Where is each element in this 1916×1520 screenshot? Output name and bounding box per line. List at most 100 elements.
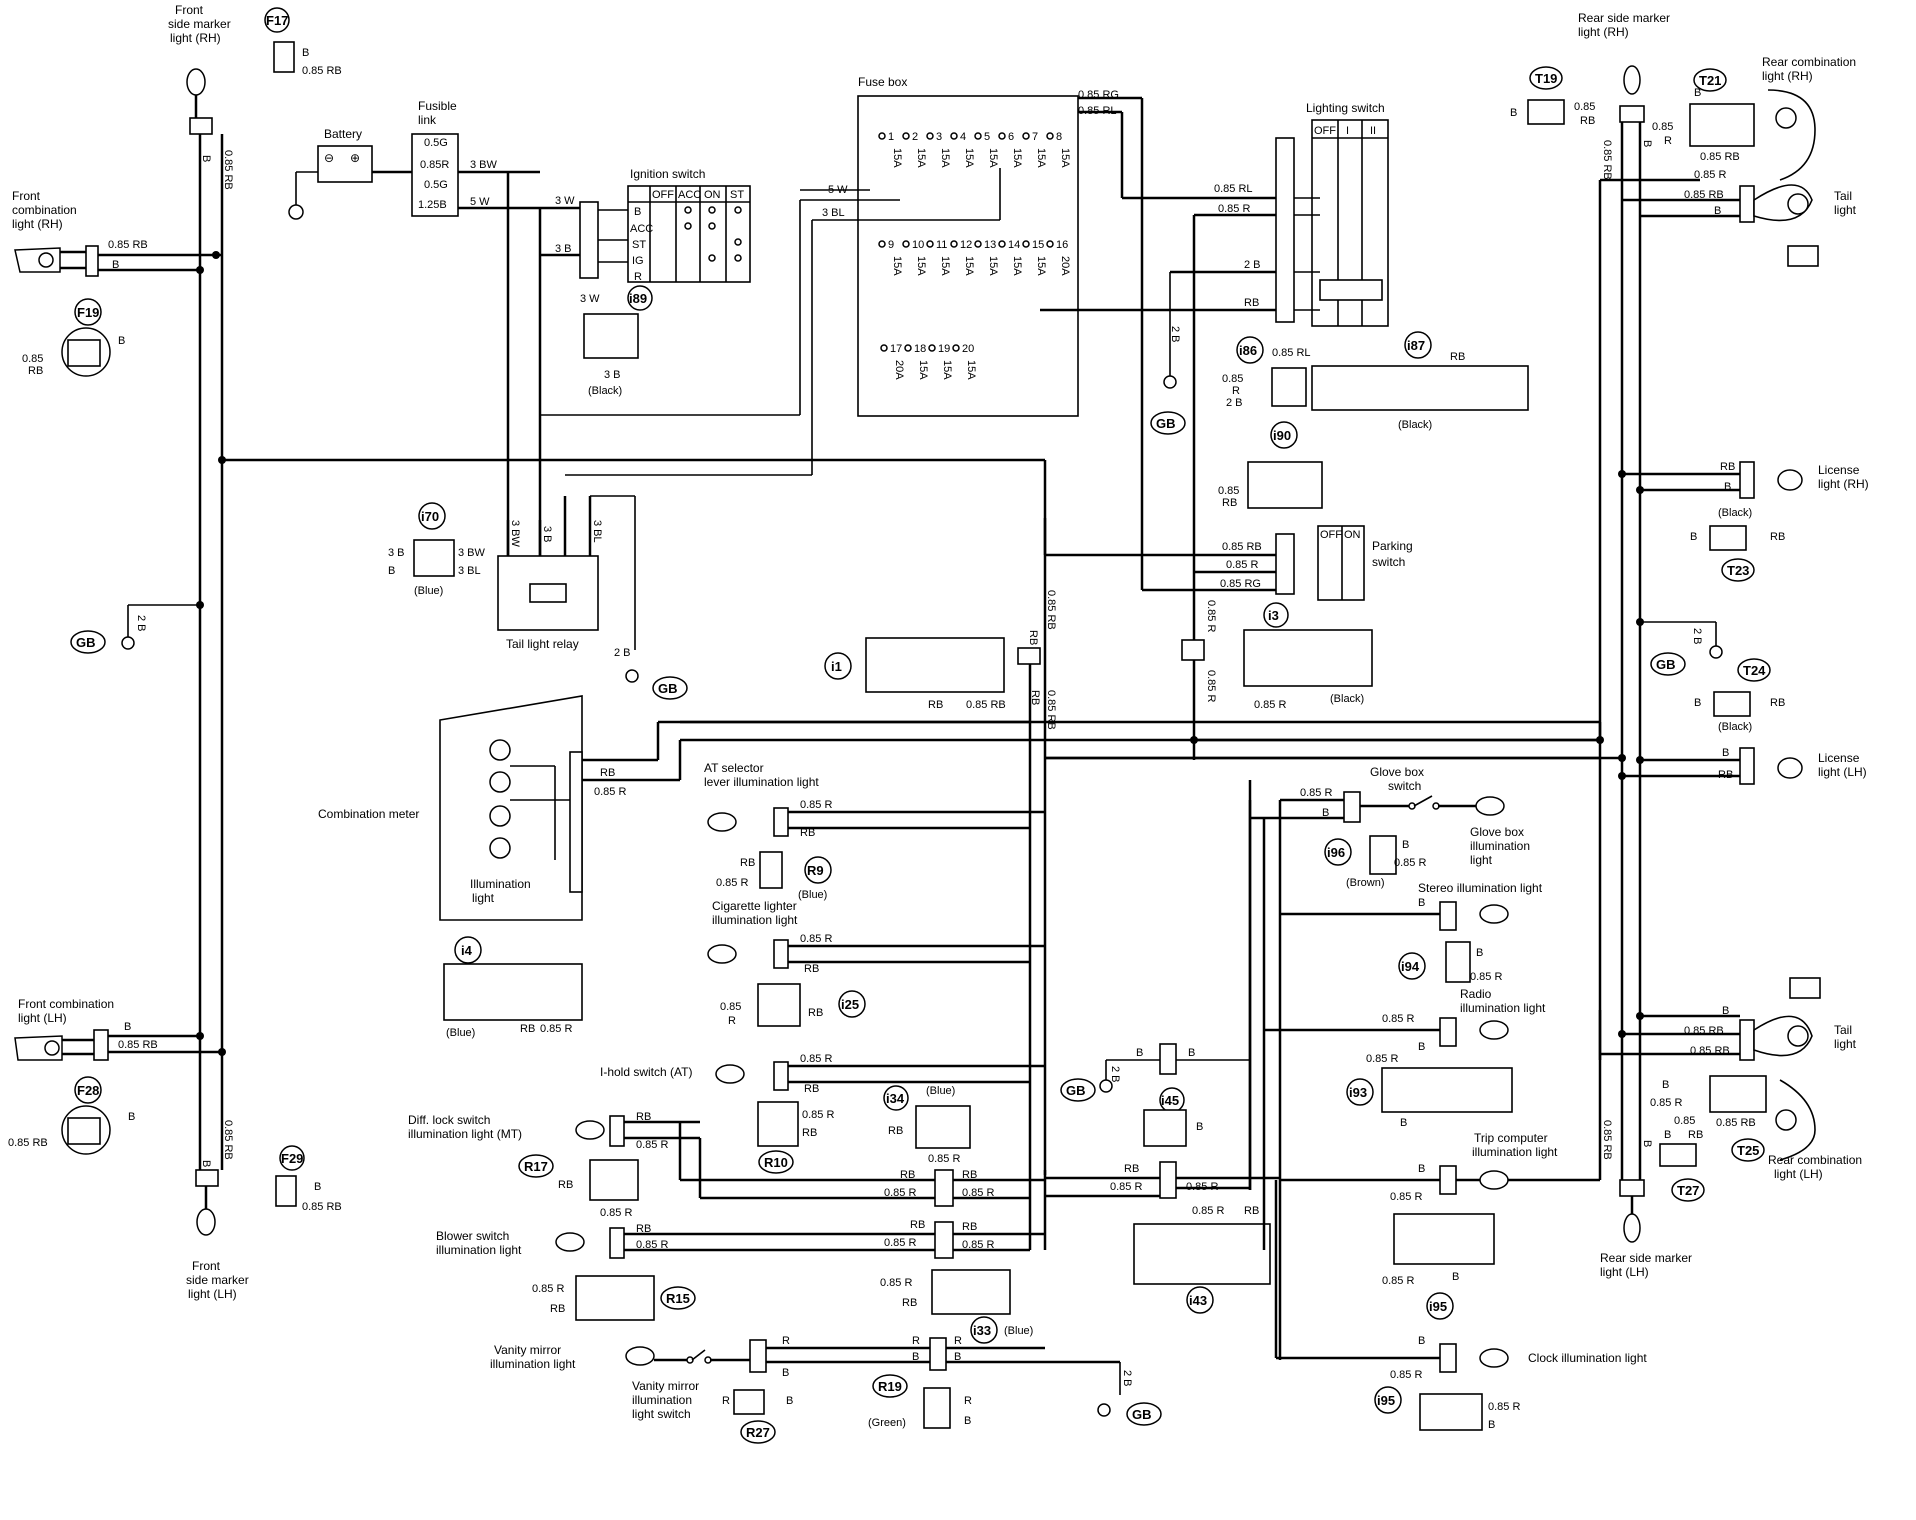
tail-rh-b: B — [1714, 205, 1721, 217]
i70-3bw: 3 BW — [458, 547, 486, 559]
combination-meter-label: Combination meter — [318, 807, 419, 821]
t27-label: T27 — [1677, 1183, 1699, 1198]
vanity-label-2: illumination light — [490, 1357, 576, 1371]
glove-light-label-3: light — [1470, 853, 1493, 867]
r10-085r: 0.85 R — [802, 1109, 834, 1121]
vanity-sw-label-1: Vanity mirror — [632, 1379, 699, 1393]
connector-i96: i96 B 0.85 R (Brown) — [1324, 835, 1426, 889]
blower-rb-3: RB — [962, 1221, 977, 1233]
r17-rb: RB — [558, 1179, 573, 1191]
connector-i3: i3 0.85 R (Black) — [1243, 602, 1373, 711]
i33-rb: RB — [902, 1297, 917, 1309]
i93-b: B — [1400, 1117, 1407, 1129]
fuse-number: 17 — [890, 343, 902, 355]
t19-rb: RB — [1580, 115, 1595, 127]
i89-black: (Black) — [588, 385, 622, 397]
gb-right-2b: 2 B — [1691, 628, 1703, 645]
front-side-marker-lh-label-3: light (LH) — [188, 1287, 237, 1301]
i70-3b: 3 B — [388, 547, 405, 559]
fuse-terminal — [926, 132, 934, 140]
connector-t27: 0.85 B RB T27 — [1659, 1115, 1705, 1202]
diff-085r-2: 0.85 R — [884, 1187, 916, 1199]
lighting-switch-label: Lighting switch — [1306, 101, 1385, 115]
fuse-rating: 15A — [1035, 148, 1047, 168]
fuse-terminal — [974, 132, 982, 140]
radio-label-1: Radio — [1460, 987, 1492, 1001]
connector-f29: F29 B 0.85 RB — [275, 1145, 342, 1213]
cm-rb: RB — [600, 767, 615, 779]
i89-3b: 3 B — [604, 369, 621, 381]
ign-hdr-on: ON — [704, 189, 721, 201]
ignition-switch-label: Ignition switch — [630, 167, 705, 181]
ps-off: OFF — [1320, 529, 1342, 541]
tail-light-rh: 0.85 R 0.85 RB B Tail light — [1684, 169, 1857, 267]
connector-r10: 0.85 R RB R10 — [757, 1101, 834, 1174]
connector-r27: R B R27 — [722, 1389, 793, 1444]
fuse-terminal — [878, 240, 886, 248]
i86-2b: 2 B — [1226, 397, 1243, 409]
connector-f17: F17 B 0.85 RB — [264, 7, 342, 77]
blower-085r-3: 0.85 R — [962, 1239, 994, 1251]
cig-085r: 0.85 R — [800, 933, 832, 945]
radio-b: B — [1418, 1041, 1425, 1053]
ls-085rl: 0.85 RL — [1214, 183, 1253, 195]
fuse-number: 7 — [1032, 131, 1038, 143]
i33-085r: 0.85 R — [880, 1277, 912, 1289]
t24-b: B — [1694, 697, 1701, 709]
i34-rb: RB — [888, 1125, 903, 1137]
i45-b: B — [1196, 1121, 1203, 1133]
r9-blue: (Blue) — [798, 889, 827, 901]
r17-085r: 0.85 R — [600, 1207, 632, 1219]
cm-085r: 0.85 R — [594, 786, 626, 798]
i4-label: i4 — [461, 943, 473, 958]
tail-rh-label-2: light — [1834, 203, 1857, 217]
diff-rb: RB — [636, 1111, 651, 1123]
gb-relay-label: GB — [658, 681, 678, 696]
i86-085: 0.85 — [1222, 373, 1243, 385]
front-side-marker-rh-label-2: side marker — [168, 17, 231, 31]
fuse-rating: 15A — [1011, 256, 1023, 276]
fb-085rl: 0.85 RL — [1078, 105, 1117, 117]
fuse-number: 2 — [912, 131, 918, 143]
w-5w: 5 W — [470, 196, 490, 208]
fuse-rating: 15A — [1035, 256, 1047, 276]
radio-label-2: illumination light — [1460, 1001, 1546, 1015]
i43-label: i43 — [1189, 1293, 1207, 1308]
fuse-rating: 15A — [1059, 148, 1071, 168]
i95b-b: B — [1488, 1419, 1495, 1431]
at-rb: RB — [800, 827, 815, 839]
tail-light-relay: Tail light relay — [497, 555, 599, 651]
cm-illum-label-2: light — [472, 891, 495, 905]
gb-mid-b: B — [1136, 1047, 1143, 1059]
tail-lh-085rb-2: 0.85 RB — [1690, 1045, 1730, 1057]
fuse-rating: 15A — [939, 256, 951, 276]
ps-085rb: 0.85 RB — [1222, 541, 1262, 553]
lic-lh-rb: RB — [1718, 769, 1733, 781]
fuse-rating: 15A — [987, 148, 999, 168]
t19-085: 0.85 — [1574, 101, 1595, 113]
lic-rh-rb: RB — [1720, 461, 1735, 473]
vanity-sw-label-3: light switch — [632, 1407, 691, 1421]
trip-label-2: illumination light — [1472, 1145, 1558, 1159]
fuse-terminal — [1046, 240, 1054, 248]
f19-085: 0.85 — [22, 353, 43, 365]
lh-side-b: B — [200, 1160, 212, 1167]
fuse-terminal — [902, 132, 910, 140]
connector-r19: R19 R B (Green) — [868, 1374, 972, 1429]
i4-085r: 0.85 R — [540, 1023, 572, 1035]
t24-black: (Black) — [1718, 721, 1752, 733]
fuse-rating: 20A — [893, 360, 905, 380]
t25-085r: 0.85 R — [1650, 1097, 1682, 1109]
connector-t25: B 0.85 R 0.85 RB T25 — [1650, 1075, 1767, 1162]
ign-hdr-off: OFF — [652, 189, 674, 201]
vanity-mirror-light: Vanity mirror illumination light R B R B… — [490, 1335, 1120, 1421]
t19-b: B — [1510, 107, 1517, 119]
stereo-light: Stereo illumination light B — [1280, 881, 1543, 931]
fuse-rating: 15A — [1011, 148, 1023, 168]
i1-085rb: 0.85 RB — [966, 699, 1006, 711]
r15-label: R15 — [666, 1291, 690, 1306]
i94-label: i94 — [1401, 959, 1420, 974]
connector-f28: F28 B 0.85 RB — [8, 1076, 135, 1155]
i96-b: B — [1402, 839, 1409, 851]
